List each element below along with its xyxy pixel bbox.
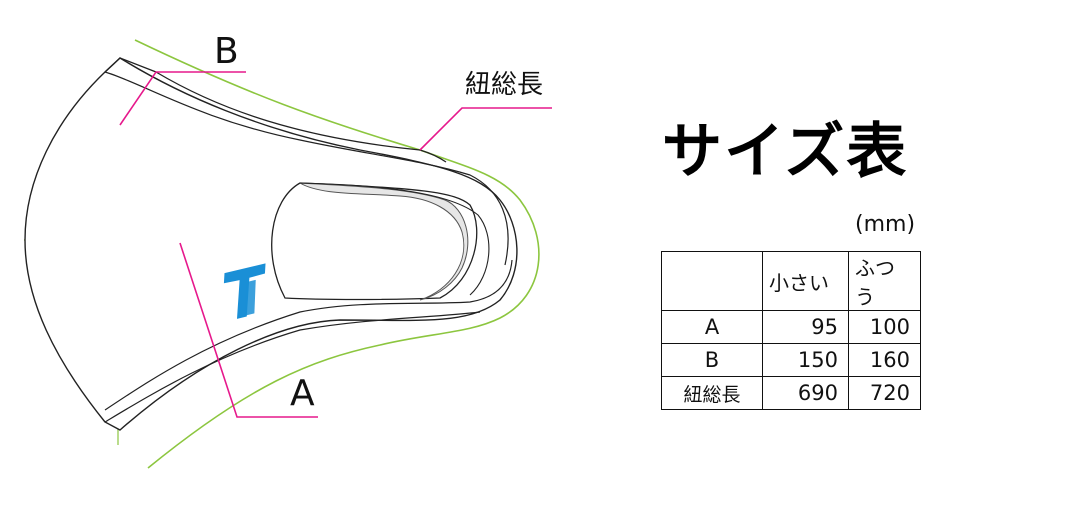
cell-regular: 160 [848, 343, 921, 377]
leader-a [179, 242, 318, 418]
table-row: A 95 100 [661, 310, 921, 344]
cell-small: 150 [762, 343, 849, 377]
dimension-label-b: B [214, 31, 239, 72]
cord-outline [134, 39, 540, 469]
mouth-opening [271, 182, 478, 301]
inner-strap-line [299, 182, 490, 296]
unit-label: (mm) [855, 212, 916, 237]
cell-regular: 100 [848, 310, 921, 344]
row-label: 紐総長 [661, 376, 763, 410]
bottom-edge [104, 311, 481, 423]
leader-b [119, 71, 246, 126]
table-row: B 150 160 [661, 343, 921, 377]
mask-body [24, 57, 518, 431]
table-header-row: 小さい ふつう [661, 251, 921, 311]
page-title: サイズ表 [662, 117, 909, 187]
table-header-cell: ふつう [848, 251, 921, 311]
table-row: 紐総長 690 720 [661, 376, 921, 410]
dimension-label-a: A [290, 373, 315, 414]
cord-length-label: 紐総長 [465, 70, 544, 100]
table-header-cell [661, 251, 763, 311]
top-strap-band [104, 57, 447, 163]
row-label: B [661, 343, 763, 377]
bottom-strap-band [104, 259, 513, 411]
cell-regular: 720 [848, 376, 921, 410]
size-table: 小さい ふつう A 95 100 B 150 160 紐総長 690 720 [661, 251, 921, 410]
cell-small: 690 [762, 376, 849, 410]
top-strap-inner [104, 71, 509, 266]
row-label: A [661, 310, 763, 344]
leader-cord [419, 107, 552, 151]
cell-small: 95 [762, 310, 849, 344]
table-header-cell: 小さい [762, 251, 849, 311]
inner-fabric [299, 182, 469, 301]
brand-logo-icon [223, 263, 266, 319]
